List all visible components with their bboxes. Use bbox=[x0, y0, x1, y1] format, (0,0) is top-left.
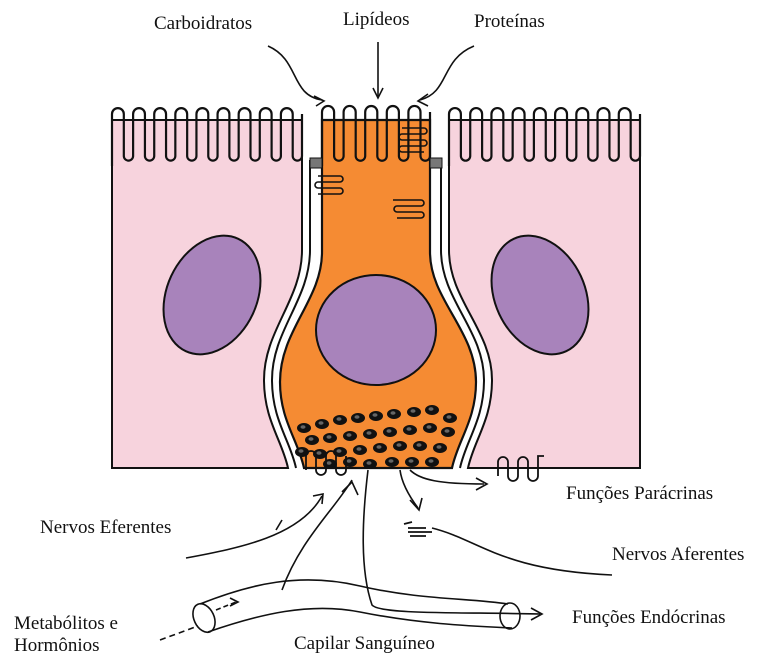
granule-highlight bbox=[347, 459, 352, 463]
blood-capillary-label: Capilar Sanguíneo bbox=[294, 634, 435, 654]
granule-highlight bbox=[357, 447, 362, 451]
efferent-nerves-label: Nervos Eferentes bbox=[40, 518, 171, 538]
granule-highlight bbox=[429, 407, 434, 411]
left-tight-junction bbox=[310, 158, 322, 168]
granule-highlight bbox=[377, 445, 382, 449]
granule-highlight bbox=[437, 445, 442, 449]
granule-highlight bbox=[319, 421, 324, 425]
right-tight-junction bbox=[430, 158, 442, 168]
paracrine-functions-label: Funções Parácrinas bbox=[566, 484, 713, 504]
granule-highlight bbox=[327, 461, 332, 465]
granule-highlight bbox=[387, 429, 392, 433]
granule-highlight bbox=[347, 433, 352, 437]
granule-highlight bbox=[337, 449, 342, 453]
granule-highlight bbox=[317, 451, 322, 455]
metabolites-label-line2: Hormônios bbox=[14, 636, 100, 656]
granule-highlight bbox=[337, 417, 342, 421]
luminal-input-arrows bbox=[268, 42, 474, 106]
granule-highlight bbox=[427, 425, 432, 429]
granule-highlight bbox=[299, 449, 304, 453]
afferent-nerves-label: Nervos Aferentes bbox=[612, 545, 744, 565]
granule-highlight bbox=[411, 409, 416, 413]
granule-highlight bbox=[301, 425, 306, 429]
granule-highlight bbox=[367, 431, 372, 435]
central-cell-nucleus bbox=[316, 275, 436, 385]
granule-highlight bbox=[389, 459, 394, 463]
carbohydrates-label: Carboidratos bbox=[154, 14, 252, 34]
granule-highlight bbox=[445, 429, 450, 433]
granule-highlight bbox=[373, 413, 378, 417]
endocrine-functions-label: Funções Endócrinas bbox=[572, 608, 726, 628]
lipids-label: Lipídeos bbox=[343, 10, 410, 30]
granule-highlight bbox=[407, 427, 412, 431]
granule-highlight bbox=[355, 415, 360, 419]
granule-highlight bbox=[391, 411, 396, 415]
granule-highlight bbox=[409, 459, 414, 463]
blood-capillary bbox=[160, 580, 520, 640]
granule-highlight bbox=[447, 415, 452, 419]
granule-highlight bbox=[417, 443, 422, 447]
secretion-arrows bbox=[363, 470, 542, 620]
nerve-lines bbox=[186, 480, 612, 590]
granule-highlight bbox=[397, 443, 402, 447]
proteins-label: Proteínas bbox=[474, 12, 545, 32]
granule-highlight bbox=[429, 459, 434, 463]
granule-highlight bbox=[367, 461, 372, 465]
metabolites-label-line1: Metabólitos e bbox=[14, 614, 118, 634]
granule-highlight bbox=[309, 437, 314, 441]
granule-highlight bbox=[327, 435, 332, 439]
